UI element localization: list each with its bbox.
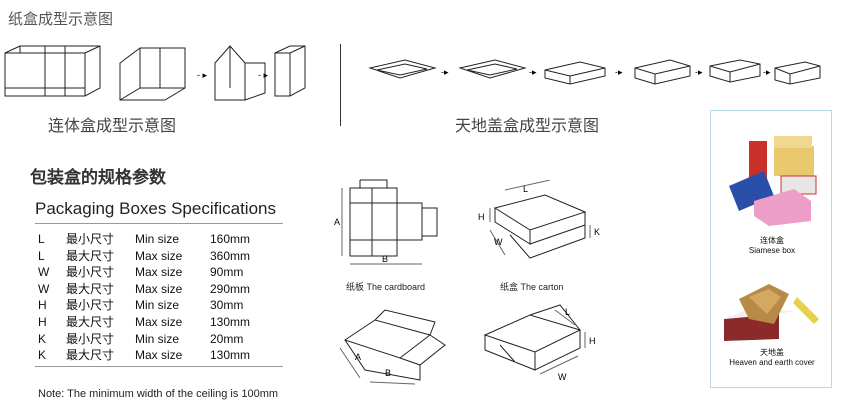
spec-top-rule: [35, 223, 283, 224]
heaven-cn: 天地盖: [760, 348, 784, 357]
svg-text:L: L: [523, 184, 528, 194]
spec-bottom-rule: [35, 366, 283, 367]
spec-row: W 最小尺寸 Max size 90mm: [38, 265, 288, 281]
spec-en: Max size: [135, 281, 183, 296]
spec-title-en: Packaging Boxes Specifications: [35, 199, 276, 218]
svg-text:W: W: [494, 237, 503, 247]
spec-note: Note: The minimum width of the ceiling i…: [38, 388, 279, 400]
spec-dim: L: [38, 232, 45, 246]
spec-row: K 最小尺寸 Min size 20mm: [38, 332, 288, 348]
spec-dim: W: [38, 281, 50, 296]
spec-en: Max size: [135, 348, 183, 363]
spec-value: 130mm: [210, 315, 251, 329]
spec-en: Min size: [135, 298, 180, 313]
spec-cn: 最小尺寸: [66, 232, 115, 246]
cardboard-diagram: A B: [334, 179, 438, 265]
spec-cn: 最大尺寸: [66, 315, 115, 329]
spec-row: L 最小尺寸 Min size 160mm: [38, 232, 288, 248]
spec-dim: H: [38, 298, 47, 313]
spec-row: L 最大尺寸 Max size 360mm: [38, 249, 288, 265]
spec-en: Max size: [135, 315, 183, 329]
spec-cn: 最小尺寸: [66, 298, 115, 313]
spec-row: W 最大尺寸 Max size 290mm: [38, 282, 288, 298]
spec-cn: 最大尺寸: [66, 281, 115, 296]
label-b: B: [382, 254, 388, 264]
svg-text:-▸: -▸: [763, 67, 771, 77]
heaven-earth-caption: 天地盖盒成型示意图: [455, 118, 600, 135]
spec-value: 90mm: [210, 265, 244, 280]
svg-text:- ▸: - ▸: [197, 70, 207, 80]
spec-en: Min size: [135, 232, 180, 246]
spec-value: 20mm: [210, 331, 244, 346]
svg-text:W: W: [558, 372, 567, 382]
spec-en: Max size: [135, 265, 183, 280]
svg-text:-▸: -▸: [615, 67, 623, 77]
svg-text:K: K: [594, 227, 600, 237]
top-title: 纸盒成型示意图: [8, 11, 114, 28]
spec-en: Max size: [135, 248, 183, 263]
spec-title-cn: 包装盒的规格参数: [30, 168, 166, 187]
spec-dim: L: [38, 248, 45, 263]
spec-en: Min size: [135, 331, 180, 346]
spec-cn: 最小尺寸: [66, 331, 115, 346]
divider: [340, 44, 341, 126]
svg-text:H: H: [478, 212, 485, 222]
label-a: A: [334, 217, 340, 227]
svg-text:-▸: -▸: [695, 67, 703, 77]
carton-alt-diagram: L H W: [483, 304, 596, 382]
heaven-en: Heaven and earth cover: [729, 358, 815, 367]
siamese-en: Siamese box: [748, 246, 796, 255]
siamese-cn: 连体盒: [760, 236, 784, 245]
cardboard-alt-diagram: AB: [339, 309, 446, 385]
heaven-earth-photo: [724, 284, 819, 341]
spec-dim: W: [38, 265, 50, 280]
spec-cn: 最大尺寸: [66, 248, 115, 263]
spec-row: H 最大尺寸 Max size 130mm: [38, 315, 288, 331]
cardboard-label: 纸板 The cardboard: [346, 282, 426, 292]
svg-text:L: L: [565, 307, 570, 317]
svg-text:-▸: -▸: [441, 67, 449, 77]
siamese-caption: 连体盒成型示意图: [48, 118, 177, 135]
spec-value: 30mm: [210, 298, 244, 313]
spec-row: H 最小尺寸 Min size 30mm: [38, 298, 288, 314]
siamese-box-photo: [729, 136, 817, 226]
spec-cn: 最小尺寸: [66, 265, 115, 280]
spec-value: 130mm: [210, 348, 251, 363]
spec-value: 360mm: [210, 248, 251, 263]
box-types-panel: 连体盒 Siamese box 天地盖 Heaven and earth cov…: [710, 110, 832, 388]
siamese-forming-diagram: - ▸ - ▸: [4, 45, 306, 101]
svg-text:-▸: -▸: [529, 67, 537, 77]
spec-cn: 最大尺寸: [66, 348, 115, 363]
svg-text:A: A: [355, 352, 361, 362]
spec-row: K 最大尺寸 Max size 130mm: [38, 348, 288, 364]
spec-dim: H: [38, 315, 47, 329]
carton-label: 纸盒 The carton: [500, 282, 564, 292]
heaven-earth-forming-diagram: -▸ -▸ -▸ -▸ -▸: [368, 59, 821, 85]
svg-text:H: H: [589, 336, 596, 346]
svg-text:- ▸: - ▸: [258, 70, 268, 80]
spec-value: 160mm: [210, 232, 251, 246]
spec-value: 290mm: [210, 281, 251, 296]
svg-text:B: B: [385, 368, 391, 378]
spec-dim: K: [38, 348, 47, 363]
carton-diagram: L H W K: [478, 180, 600, 259]
spec-dim: K: [38, 331, 47, 346]
